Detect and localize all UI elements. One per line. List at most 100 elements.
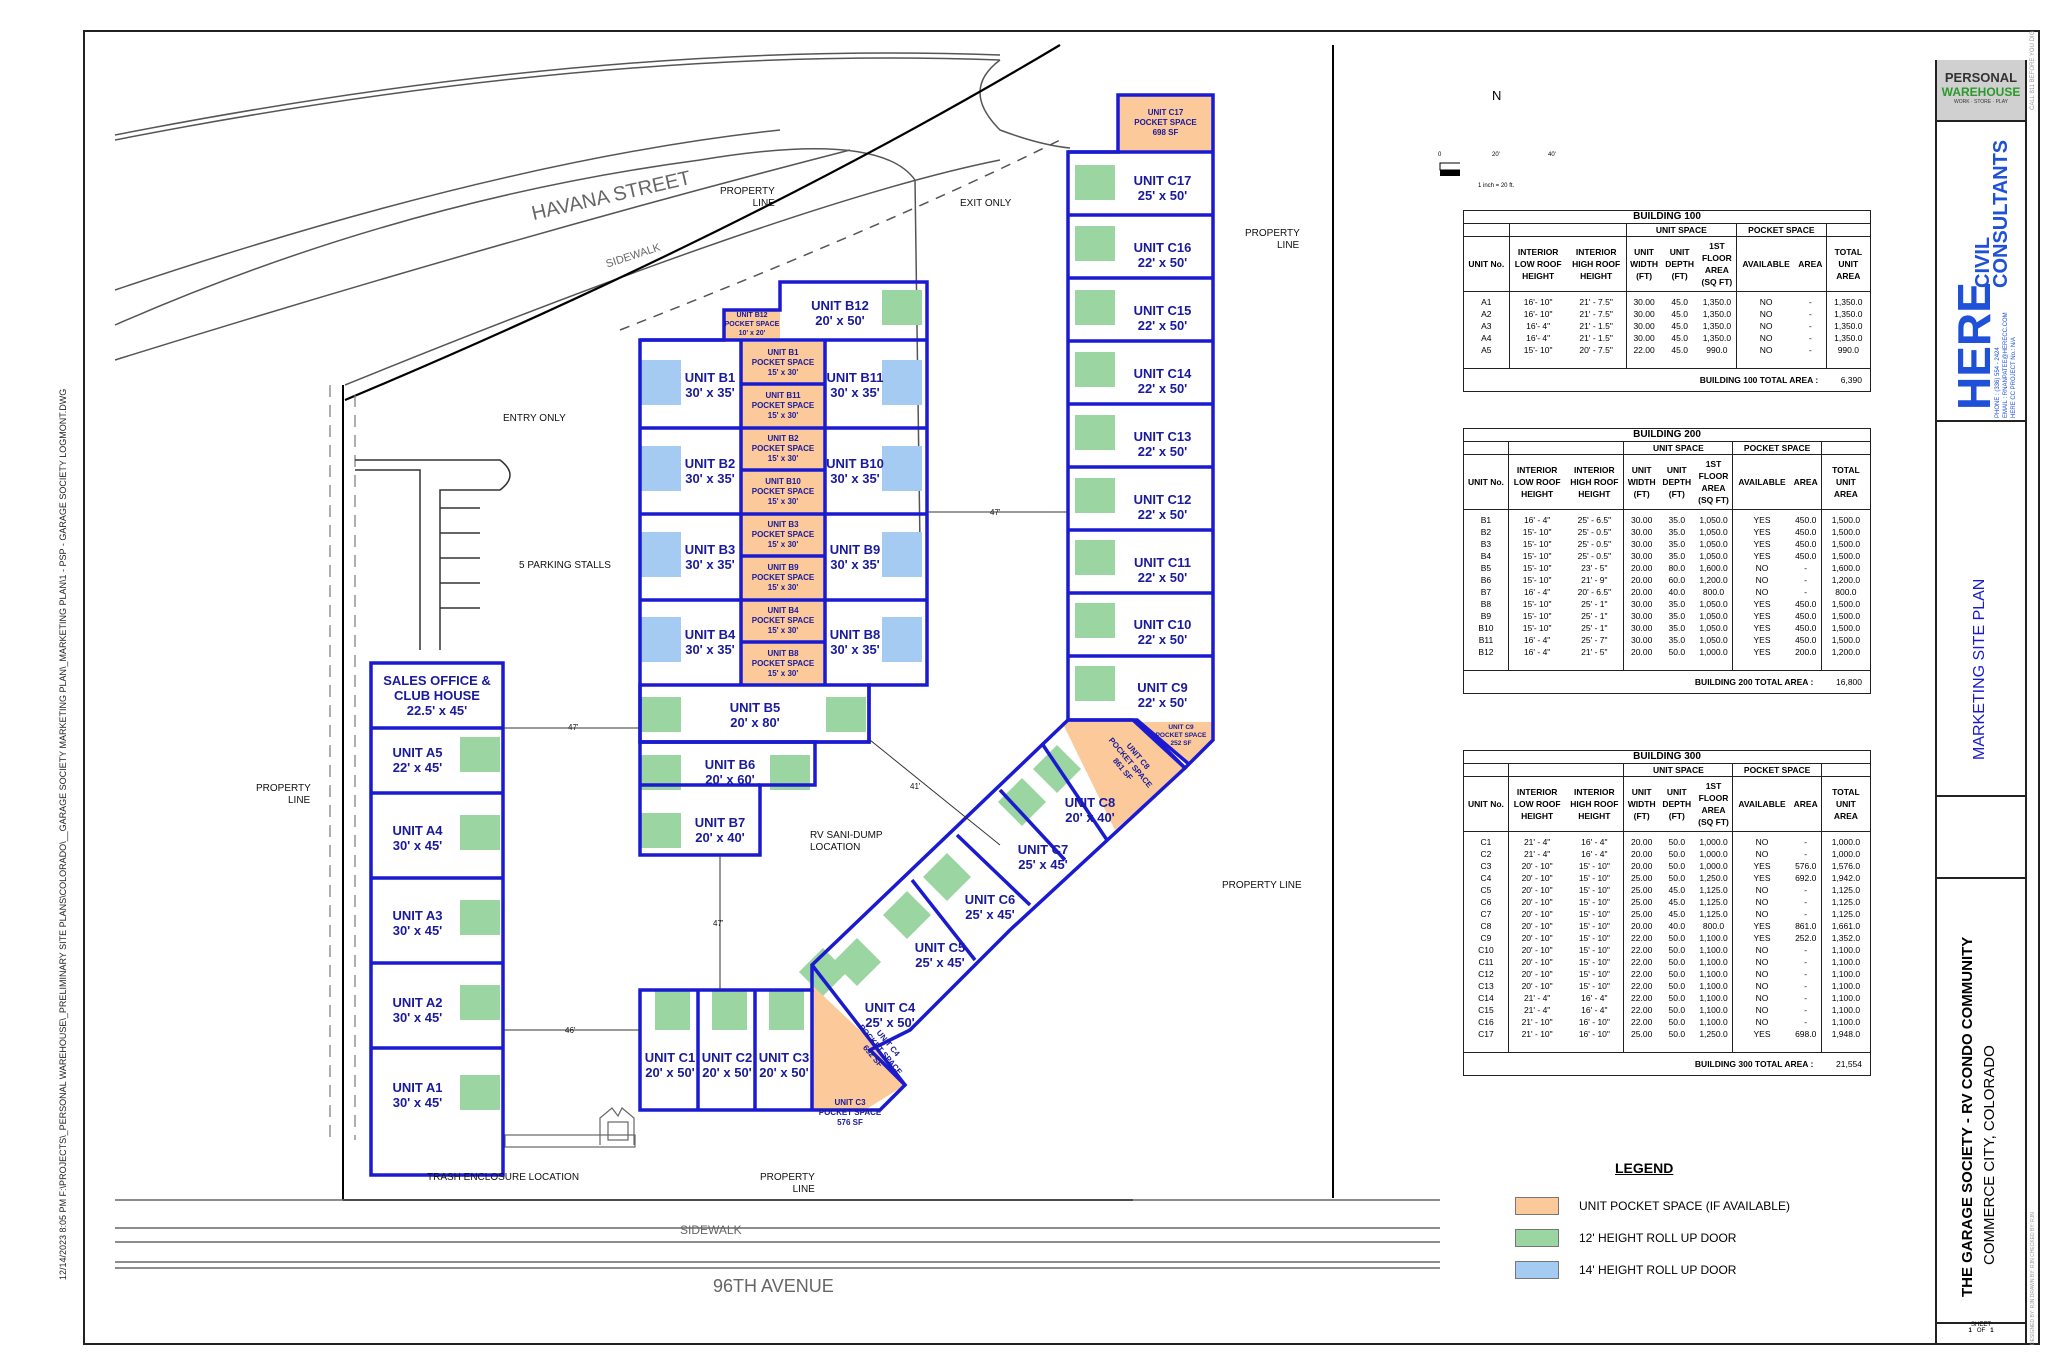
project-block: THE GARAGE SOCIETY - RV CONDO COMMUNITY …: [1937, 877, 2025, 1324]
legend-item-pocket: UNIT POCKET SPACE (IF AVAILABLE): [1515, 1190, 1790, 1222]
scale-text: 1 inch = 20 ft.: [1478, 183, 1515, 189]
scale-bar: [1439, 162, 1460, 176]
revision-block: [1937, 795, 2025, 879]
table-title: BUILDING 300: [1463, 750, 1871, 764]
dim-47-upper: 47': [990, 508, 1001, 517]
door-14-swatch: [1515, 1261, 1559, 1279]
parking-stalls-note: 5 PARKING STALLS: [519, 560, 611, 571]
site-plan-drawing: [114, 44, 1460, 1269]
scale-tick-0: 0: [1438, 152, 1442, 158]
trash-enclosure-note: TRASH ENCLOSURE LOCATION: [427, 1172, 580, 1183]
legend: LEGEND UNIT POCKET SPACE (IF AVAILABLE) …: [1515, 1160, 1790, 1286]
scale-tick-40: 40': [1548, 152, 1556, 158]
sheet-title-block: MARKETING SITE PLAN: [1937, 420, 2025, 797]
legend-item-14ft-door: 14' HEIGHT ROLL UP DOOR: [1515, 1254, 1790, 1286]
table-title: BUILDING 200: [1463, 428, 1871, 442]
dim-41: 41': [910, 782, 921, 791]
sheet-number-block: SHEET 1 OF 1: [1968, 1322, 1994, 1334]
legend-item-12ft-door: 12' HEIGHT ROLL UP DOOR: [1515, 1222, 1790, 1254]
legend-title: LEGEND: [1615, 1160, 1674, 1176]
dim-47-vertical: 47': [713, 919, 724, 928]
96th-avenue-linework: [115, 1199, 1440, 1269]
96th-avenue-label: 96TH AVENUE: [713, 1276, 834, 1296]
property-line-note-mid: PROPERTY LINE: [1222, 880, 1302, 891]
dimension-lines: [503, 511, 1068, 1031]
